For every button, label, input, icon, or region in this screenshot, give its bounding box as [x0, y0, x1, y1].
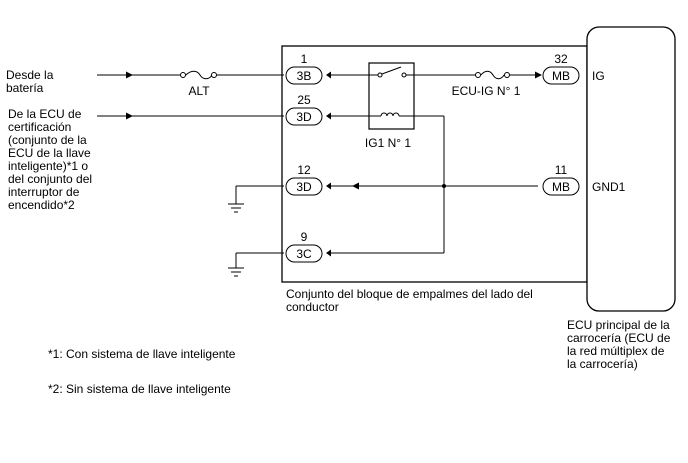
ecuig-fuse-terminal-right: [504, 72, 510, 78]
source-battery-label: Desde la batería: [6, 68, 54, 95]
connector-3d-12: [285, 177, 323, 196]
body-ecu-frame: [586, 26, 676, 312]
ground-symbol-2: [228, 267, 244, 277]
signal-ig: IG: [592, 69, 605, 83]
relay-coil: [380, 112, 400, 117]
relay-contact-blade: [381, 66, 402, 75]
pin-25-connector: 3D: [296, 110, 312, 124]
alt-fuse-terminal-left: [180, 72, 186, 78]
relay-contact-left: [377, 72, 383, 78]
pin-1-connector: 3B: [297, 69, 312, 83]
connector-3c: [285, 244, 323, 263]
body-ecu-label: ECU principal de la carrocería (ECU de l…: [567, 318, 671, 371]
connector-3d-25: [285, 107, 323, 126]
arrow-3c: [326, 249, 331, 257]
footnote-2: *2: Sin sistema de llave inteligente: [48, 382, 231, 396]
ecu-pin-11-connector: MB: [552, 180, 570, 194]
ecuig-fuse-terminal-left: [475, 72, 481, 78]
connector-3b: [285, 66, 323, 85]
relay-ig1-label: IG1 N° 1: [365, 136, 411, 150]
pin-12-number: 12: [297, 163, 311, 177]
ecu-pin-32-number: 32: [554, 52, 568, 66]
pin-25-number: 25: [297, 93, 311, 107]
relay-ig1-box: [368, 62, 415, 130]
alt-fuse-symbol: [185, 70, 213, 80]
ecuig-fuse-symbol: [480, 70, 505, 80]
junction-block-label: Conjunto del bloque de empalmes del lado…: [286, 287, 533, 314]
signal-gnd1: GND1: [592, 180, 626, 194]
pin-9-number: 9: [301, 230, 308, 244]
pin-1-number: 1: [301, 52, 308, 66]
arrow-3d-25: [326, 112, 331, 120]
relay-contact-right: [401, 72, 407, 78]
pin-12-connector: 3D: [296, 180, 312, 194]
arrow-3d-12: [326, 182, 331, 190]
alt-fuse-terminal-right: [211, 72, 217, 78]
junction-block-frame: [281, 45, 588, 283]
ecu-cert-arrow: [126, 112, 133, 120]
pin-9-connector: 3C: [296, 247, 312, 261]
connector-mb-32: [542, 66, 580, 85]
fuse-alt-label: ALT: [188, 84, 210, 98]
connector-mb-11: [542, 177, 580, 196]
ground-symbol-1: [228, 203, 244, 213]
arrow-3b: [326, 71, 331, 79]
ecu-pin-11-number: 11: [555, 163, 568, 177]
arrow-gnd1-left: [352, 182, 359, 190]
ecu-pin-32-connector: MB: [552, 69, 570, 83]
battery-arrow: [126, 71, 133, 79]
source-ecu-cert-label: De la ECU de certificación (conjunto de …: [8, 107, 93, 212]
fuse-ecuig-label: ECU-IG N° 1: [452, 84, 521, 98]
arrow-mb-32: [535, 71, 542, 79]
footnote-1: *1: Con sistema de llave inteligente: [48, 347, 236, 361]
